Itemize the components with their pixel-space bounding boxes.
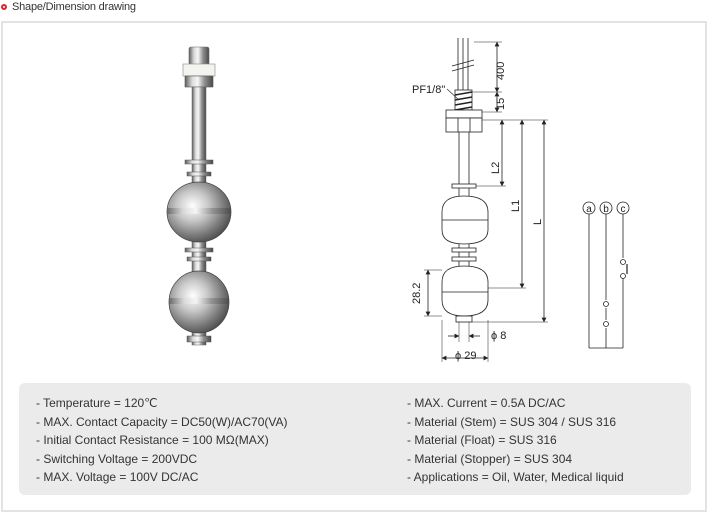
dim-cable-label: 400 [495,62,507,80]
dim-l1-label: L1 [510,200,522,212]
spec-contact-capacity: - MAX. Contact Capacity = DC50(W)/AC70(V… [36,414,288,429]
spec-contact-resistance: - Initial Contact Resistance = 100 MΩ(MA… [36,433,269,447]
spec-applications: - Applications = Oil, Water, Medical liq… [407,470,624,484]
wiring-diagram: a b c [582,201,630,349]
drawing-canvas: PF1/8" 400 15 L2 L1 L 28.2 ϕ 8 ϕ 29 a b … [166,38,630,362]
spec-material-stopper: - Material (Stopper) = SUS 304 [407,451,573,466]
spec-max-voltage: - MAX. Voltage = 100V DC/AC [36,470,199,484]
spec-material-stem: - Material (Stem) = SUS 304 / SUS 316 [407,414,617,429]
specs-right-column: - MAX. Current = 0.5A DC/AC - Material (… [407,394,624,487]
spec-switching-voltage: - Switching Voltage = 200VDC [36,451,198,466]
dim-stem-dia-label: ϕ 8 [491,330,506,342]
spec-max-current: - MAX. Current = 0.5A DC/AC [407,396,566,410]
section-header: Shape/Dimension drawing [0,0,136,14]
specs-left-column: - Temperature = 120℃ - MAX. Contact Capa… [36,394,288,487]
dim-l-label: L [532,219,544,225]
spec-material-float: - Material (Float) = SUS 316 [407,433,557,447]
wiring-label-b: b [603,204,609,215]
dim-l2-label: L2 [490,162,502,174]
dimension-labels: PF1/8" 400 15 L2 L1 L 28.2 ϕ 8 ϕ 29 [411,62,544,362]
bullet-icon [1,4,7,10]
dim-thread-label: 15 [495,98,507,110]
spec-temperature: - Temperature = 120℃ [36,396,158,410]
float-switch-photo [166,46,232,346]
wiring-label-a: a [586,204,592,215]
specifications-box: - Temperature = 120℃ - MAX. Contact Capa… [19,383,691,495]
thread-label: PF1/8" [412,84,445,96]
dim-float-dia-label: ϕ 29 [455,350,476,362]
section-title: Shape/Dimension drawing [12,1,136,13]
dimension-drawing [424,38,548,362]
wiring-label-c: c [621,204,626,215]
dim-float-height-label: 28.2 [411,283,423,304]
